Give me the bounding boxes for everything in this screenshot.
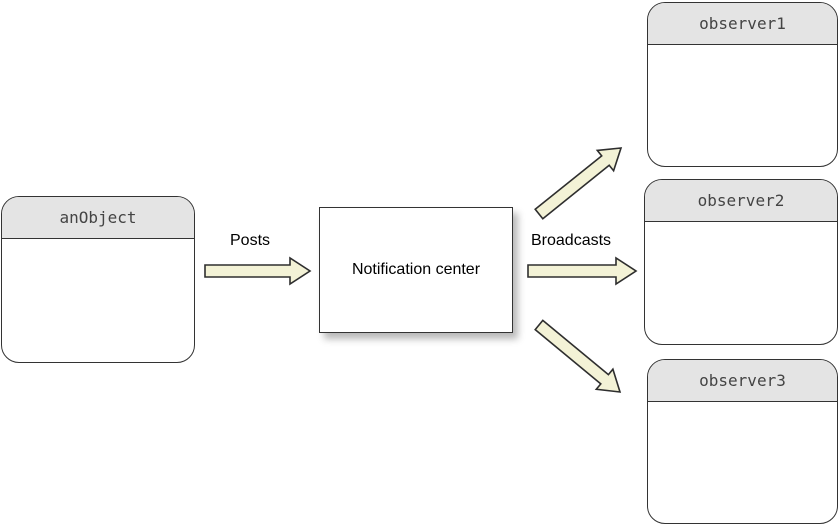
observer2-label: observer2 xyxy=(645,180,837,222)
notification-center-label: Notification center xyxy=(351,261,481,278)
observer3-box: observer3 xyxy=(647,359,838,524)
anobject-label: anObject xyxy=(2,197,194,239)
notification-center-box: Notification center xyxy=(319,207,513,333)
posts-arrow xyxy=(204,256,312,286)
broadcast-arrow-observer3 xyxy=(534,319,622,393)
broadcast-arrow-observer2 xyxy=(527,256,638,286)
broadcasts-label: Broadcasts xyxy=(531,232,612,249)
observer3-label: observer3 xyxy=(648,360,837,402)
observer1-box: observer1 xyxy=(647,2,838,167)
observer2-box: observer2 xyxy=(644,179,838,345)
anobject-box: anObject xyxy=(1,196,195,363)
observer1-label: observer1 xyxy=(648,3,837,45)
broadcast-arrow-observer1 xyxy=(534,147,623,220)
posts-label: Posts xyxy=(230,232,271,249)
